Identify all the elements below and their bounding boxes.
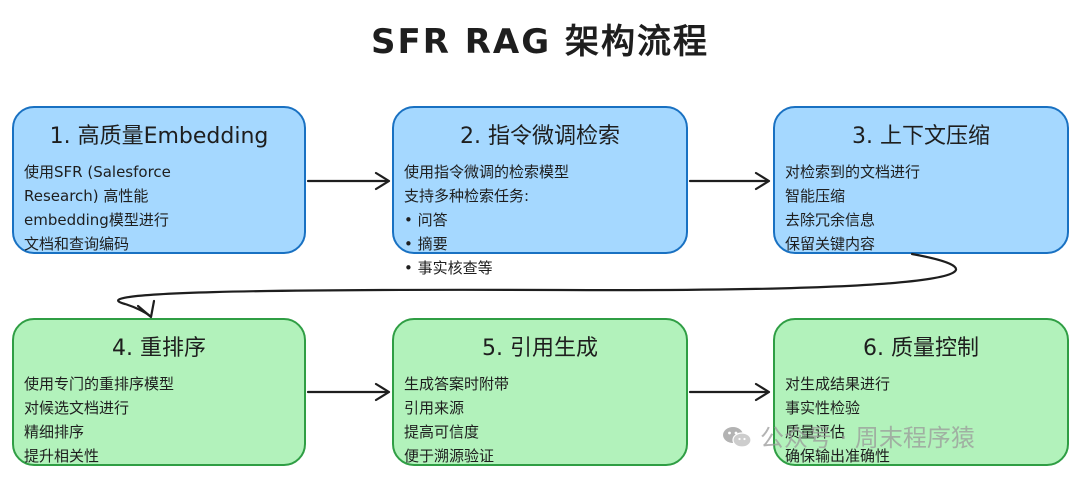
step-2-bullet: 问答: [404, 208, 676, 232]
step-2-line: 使用指令微调的检索模型: [404, 163, 570, 181]
step-2-line: 支持多种检索任务:: [404, 187, 530, 205]
arrow-3-to-4: [117, 252, 958, 319]
diagram-title: SFR RAG 架构流程: [371, 22, 709, 62]
step-3-line: 保留关键内容: [785, 235, 876, 253]
step-3-line: 对检索到的文档进行: [785, 163, 921, 181]
arrow-2-to-3: [688, 171, 771, 191]
step-3-line: 智能压缩: [785, 187, 846, 205]
step-2-box: 2. 指令微调检索 使用指令微调的检索模型 支持多种检索任务: 问答 摘要 事实…: [392, 106, 688, 277]
step-5-box: 5. 引用生成 生成答案时附带 引用来源 提高可信度 便于溯源验证: [392, 318, 688, 466]
step-6-box: 6. 质量控制 对生成结果进行 事实性检验 质量评估 确保输出准确性: [773, 318, 1069, 466]
step-5-line: 提高可信度: [404, 423, 480, 441]
step-4-body: 使用专门的重排序模型 对候选文档进行 精细排序 提升相关性: [24, 372, 294, 468]
step-5-title: 5. 引用生成: [482, 336, 598, 361]
step-4-line: 提升相关性: [24, 447, 100, 465]
step-1-body: 使用SFR (Salesforce Research) 高性能 embeddin…: [24, 160, 294, 256]
arrow-5-to-6: [688, 382, 771, 402]
step-6-body: 对生成结果进行 事实性检验 质量评估 确保输出准确性: [785, 372, 1057, 468]
step-5-line: 生成答案时附带: [404, 375, 510, 393]
step-6-line: 对生成结果进行: [785, 375, 891, 393]
step-2-bullet: 事实核查等: [404, 256, 676, 280]
step-1-line: 文档和查询编码: [24, 235, 130, 253]
step-4-box: 4. 重排序 使用专门的重排序模型 对候选文档进行 精细排序 提升相关性: [12, 318, 306, 466]
step-3-title: 3. 上下文压缩: [852, 124, 990, 149]
step-2-body: 使用指令微调的检索模型 支持多种检索任务: 问答 摘要 事实核查等: [404, 160, 676, 280]
step-6-line: 质量评估: [785, 423, 846, 441]
step-5-line: 便于溯源验证: [404, 447, 495, 465]
step-4-line: 精细排序: [24, 423, 85, 441]
step-5-line: 引用来源: [404, 399, 465, 417]
step-3-box: 3. 上下文压缩 对检索到的文档进行 智能压缩 去除冗余信息 保留关键内容: [773, 106, 1069, 254]
step-1-line: Research) 高性能: [24, 187, 149, 205]
step-4-line: 使用专门的重排序模型: [24, 375, 175, 393]
step-2-title: 2. 指令微调检索: [460, 124, 620, 149]
watermark: 公众号 · 周末程序猿: [722, 418, 975, 453]
step-6-line: 确保输出准确性: [785, 447, 891, 465]
watermark-text: 公众号 · 周末程序猿: [760, 424, 975, 452]
step-3-body: 对检索到的文档进行 智能压缩 去除冗余信息 保留关键内容: [785, 160, 1057, 256]
arrow-4-to-5: [306, 382, 391, 402]
wechat-icon: [723, 427, 752, 448]
step-1-title: 1. 高质量Embedding: [49, 124, 269, 149]
step-1-line: embedding模型进行: [24, 211, 169, 229]
step-5-body: 生成答案时附带 引用来源 提高可信度 便于溯源验证: [404, 372, 676, 468]
arrow-1-to-2: [306, 171, 391, 191]
step-1-box: 1. 高质量Embedding 使用SFR (Salesforce Resear…: [12, 106, 306, 254]
step-6-line: 事实性检验: [785, 399, 861, 417]
step-6-title: 6. 质量控制: [863, 336, 979, 361]
step-1-line: 使用SFR (Salesforce: [24, 163, 171, 181]
step-4-title: 4. 重排序: [112, 336, 206, 361]
step-2-bullet: 摘要: [404, 232, 676, 256]
step-4-line: 对候选文档进行: [24, 399, 130, 417]
step-3-line: 去除冗余信息: [785, 211, 876, 229]
